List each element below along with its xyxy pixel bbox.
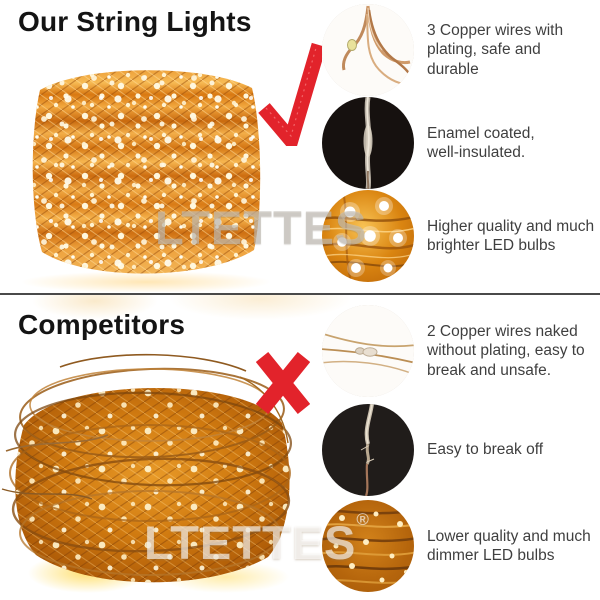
feature-text: Higher quality and much brighter LED bul… — [427, 217, 595, 254]
feature-row: Lower quality and much dimmer LED bulbs — [322, 500, 599, 592]
checkmark-icon — [258, 38, 327, 156]
feature-row: 2 Copper wires naked without plating, ea… — [322, 305, 599, 397]
our-heading: Our String Lights — [18, 6, 252, 37]
feature-row: Higher quality and much brighter LED bul… — [322, 190, 599, 282]
dim-leds-thumb — [322, 500, 414, 592]
feature-row: Enamel coated, well-insulated. — [322, 97, 599, 189]
feature-text: Enamel coated, well-insulated. — [427, 124, 535, 161]
broken-wire-thumb — [322, 404, 414, 496]
copper-coil-graphic — [21, 70, 271, 293]
feature-text: 2 Copper wires naked without plating, ea… — [427, 323, 585, 379]
competitor-coil-graphic — [1, 353, 293, 593]
section-competitors: Competitors — [0, 295, 600, 600]
feature-text: 3 Copper wires with plating, safe and du… — [427, 22, 564, 78]
section-divider — [0, 293, 600, 295]
feature-row: 3 Copper wires with plating, safe and du… — [322, 4, 599, 96]
bright-leds-thumb — [322, 190, 414, 282]
our-string-lights-photo — [6, 50, 286, 293]
competitors-heading: Competitors — [18, 309, 186, 340]
section-our-string-lights: Our String Lights — [0, 0, 600, 293]
naked-wires-thumb — [322, 305, 414, 397]
x-icon — [255, 351, 311, 415]
feature-text: Lower quality and much dimmer LED bulbs — [427, 527, 591, 564]
feature-row: Easy to break off — [322, 404, 599, 496]
enamel-wire-thumb — [322, 97, 414, 189]
feature-text: Easy to break off — [427, 441, 544, 459]
copper-wires-thumb — [322, 4, 414, 96]
competitor-string-lights-photo — [0, 347, 305, 597]
